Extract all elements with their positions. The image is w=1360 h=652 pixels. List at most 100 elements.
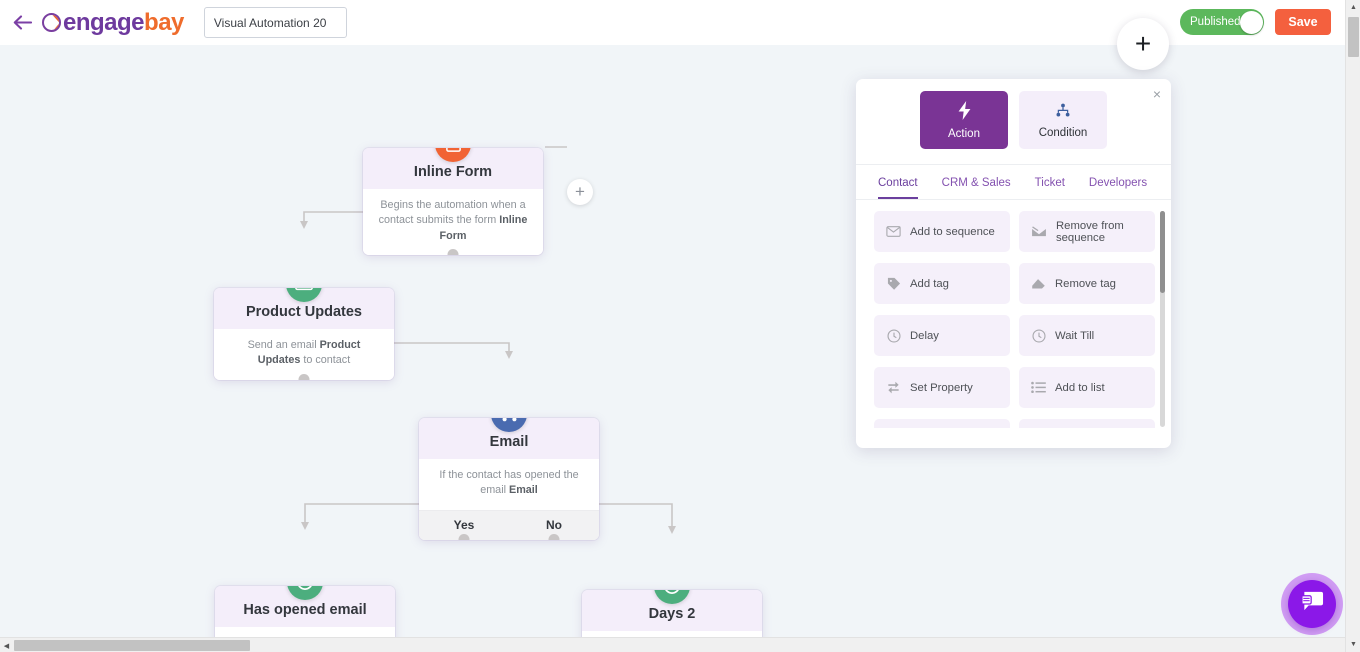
node-branches: Yes No (419, 509, 599, 540)
tab-crm-sales[interactable]: CRM & Sales (941, 177, 1011, 189)
automation-title-input[interactable] (203, 7, 347, 38)
panel-scrollbar-thumb[interactable] (1160, 211, 1165, 293)
action-label: Wait Till (1055, 329, 1095, 342)
action-add-tag[interactable]: Add tag (874, 263, 1010, 304)
mode-action-button[interactable]: Action (920, 91, 1008, 149)
node-email-condition[interactable]: Email If the contact has opened the emai… (419, 418, 599, 540)
form-icon (435, 148, 471, 162)
arrow-head (300, 221, 308, 229)
close-icon[interactable]: × (1152, 86, 1161, 102)
mode-action-label: Action (948, 127, 980, 140)
top-bar: engagebay Published Save (0, 0, 1345, 45)
node-inline-form[interactable]: Inline Form Begins the automation when a… (363, 148, 543, 255)
tag-icon (886, 277, 901, 291)
clock-icon (654, 590, 690, 604)
logo-mark-icon (42, 13, 61, 32)
condition-branch-icon (1055, 102, 1071, 122)
node-desc-bold: Product Updates (257, 339, 361, 367)
node-description: If the contact has opened the email Emai… (419, 459, 599, 510)
tab-developers[interactable]: Developers (1088, 177, 1148, 189)
mode-condition-button[interactable]: Condition (1019, 91, 1107, 149)
scroll-up-icon[interactable]: ▲ (1350, 4, 1357, 11)
add-node-fab[interactable]: + (1117, 18, 1169, 70)
mode-condition-label: Condition (1038, 126, 1088, 139)
engagebay-logo: engagebay (42, 9, 184, 37)
branch-no-port[interactable] (548, 534, 560, 540)
envelope-icon (286, 288, 322, 302)
node-title: Email (489, 434, 529, 450)
logo-wordmark: engagebay (63, 9, 184, 37)
tab-ticket[interactable]: Ticket (1034, 177, 1065, 189)
node-header: Days 2 (582, 590, 762, 631)
actions-list: Add to sequence Remove from sequence Add… (856, 200, 1171, 428)
node-output-port[interactable] (298, 374, 310, 380)
add-step-button[interactable]: + (567, 179, 593, 205)
clock-icon (1031, 328, 1046, 343)
panel-scrollbar-track[interactable] (1160, 211, 1165, 427)
published-label: Published (1190, 16, 1241, 28)
action-label: Add to sequence (910, 225, 995, 238)
tab-contact[interactable]: Contact (878, 177, 918, 199)
panel-tabs: Contact CRM & Sales Ticket Developers (856, 165, 1171, 200)
horizontal-scrollbar-thumb[interactable] (14, 640, 250, 651)
node-title: Has opened email (243, 602, 367, 618)
vertical-scrollbar-thumb[interactable] (1348, 17, 1359, 57)
node-desc-pre: Begins the automation when a contact sub… (378, 199, 526, 227)
action-label: Delay (910, 329, 939, 342)
arrow-head (301, 522, 309, 530)
action-add-to-list[interactable]: Add to list (1019, 367, 1155, 408)
action-label: Set Property (910, 381, 973, 394)
action-wait-till[interactable]: Wait Till (1019, 315, 1155, 356)
condition-branch-icon (491, 418, 527, 432)
action-label: Add tag (910, 277, 949, 290)
horizontal-scrollbar[interactable]: ◀ (0, 637, 1345, 652)
branch-no-label[interactable]: No (546, 517, 562, 532)
logo-text-primary: engage (63, 8, 145, 36)
node-desc-pre: Send an email (247, 339, 320, 351)
envelope-remove-icon (1031, 225, 1047, 238)
node-header: Inline Form (363, 148, 543, 189)
vertical-scrollbar[interactable]: ▲ ▼ (1345, 0, 1360, 652)
tag-remove-icon (1031, 278, 1046, 290)
node-title: Inline Form (413, 164, 493, 180)
action-remove-from-list[interactable]: Remove from list (874, 419, 1010, 428)
actions-grid: Add to sequence Remove from sequence Add… (874, 211, 1155, 428)
node-desc-bold: Inline Form (439, 214, 528, 242)
node-description: Begins the automation when a contact sub… (363, 189, 543, 255)
arrow-head (668, 526, 676, 534)
mode-selector: Action Condition (856, 79, 1171, 165)
action-remove-from-sequence[interactable]: Remove from sequence (1019, 211, 1155, 252)
node-description: Send an email Product Updates to contact (214, 329, 394, 380)
node-output-port[interactable] (447, 249, 459, 255)
action-delay[interactable]: Delay (874, 315, 1010, 356)
action-label: Remove from sequence (1056, 219, 1124, 244)
branch-yes-label[interactable]: Yes (453, 517, 475, 532)
action-add-to-sequence[interactable]: Add to sequence (874, 211, 1010, 252)
envelope-icon (886, 226, 901, 237)
node-days-2[interactable]: Days 2 Pause the automation for Days 2 (582, 590, 762, 640)
action-remove-tag[interactable]: Remove tag (1019, 263, 1155, 304)
back-arrow-icon[interactable] (8, 9, 36, 37)
save-button[interactable]: Save (1275, 9, 1331, 35)
node-product-updates[interactable]: Product Updates Send an email Product Up… (214, 288, 394, 380)
logo-text-secondary: bay (144, 8, 184, 36)
chat-bubble-icon (1300, 590, 1325, 618)
branch-yes-port[interactable] (458, 534, 470, 540)
chat-widget-button[interactable] (1288, 580, 1336, 628)
step-picker-panel: × Action Con (856, 79, 1171, 448)
scroll-down-icon[interactable]: ▼ (1350, 641, 1357, 648)
arrow-head (505, 351, 513, 359)
published-toggle[interactable]: Published (1180, 9, 1264, 35)
clock-icon (287, 586, 323, 600)
action-add-to-form[interactable]: Add to form (1019, 419, 1155, 428)
node-description: Pause the automation for Days 2 (582, 631, 762, 640)
node-desc-pre: If the contact has opened the email (439, 469, 579, 497)
node-title: Days 2 (648, 606, 696, 622)
list-icon (1031, 381, 1046, 394)
action-set-property[interactable]: Set Property (874, 367, 1010, 408)
action-label: Remove tag (1055, 277, 1116, 290)
scroll-left-icon[interactable]: ◀ (3, 642, 10, 650)
node-desc-post: to contact (300, 354, 351, 367)
node-has-opened-email[interactable]: Has opened email Wait until condition ma… (215, 586, 395, 640)
